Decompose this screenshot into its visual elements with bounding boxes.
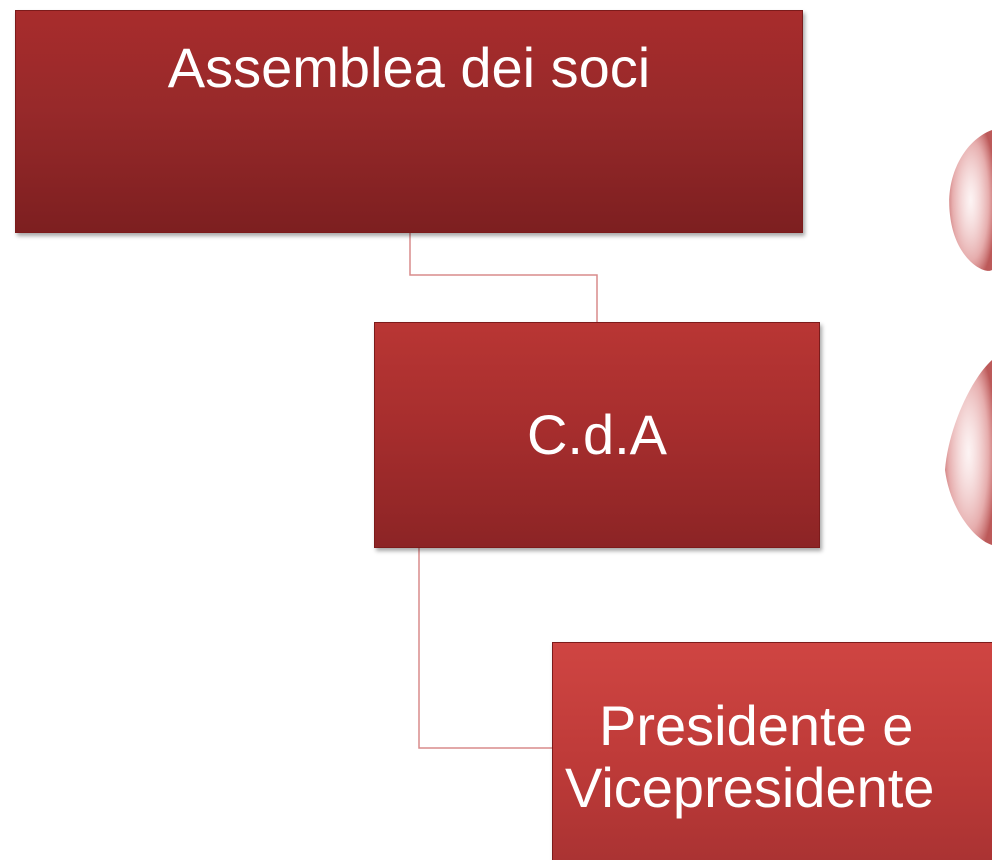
node-cda: C.d.A — [374, 322, 820, 548]
node-assemblea-dei-soci: Assemblea dei soci — [15, 10, 803, 233]
node-label: C.d.A — [526, 403, 668, 467]
node-label: Assemblea dei soci — [167, 36, 651, 99]
node-label-line1: Presidente e — [599, 694, 914, 758]
connector-board-president — [418, 546, 552, 749]
node-presidente-vicepresidente: Presidente e Vicepresidente — [552, 642, 992, 860]
node-label-line2: Vicepresidente — [565, 756, 935, 819]
connector-assembly-board — [409, 233, 598, 322]
